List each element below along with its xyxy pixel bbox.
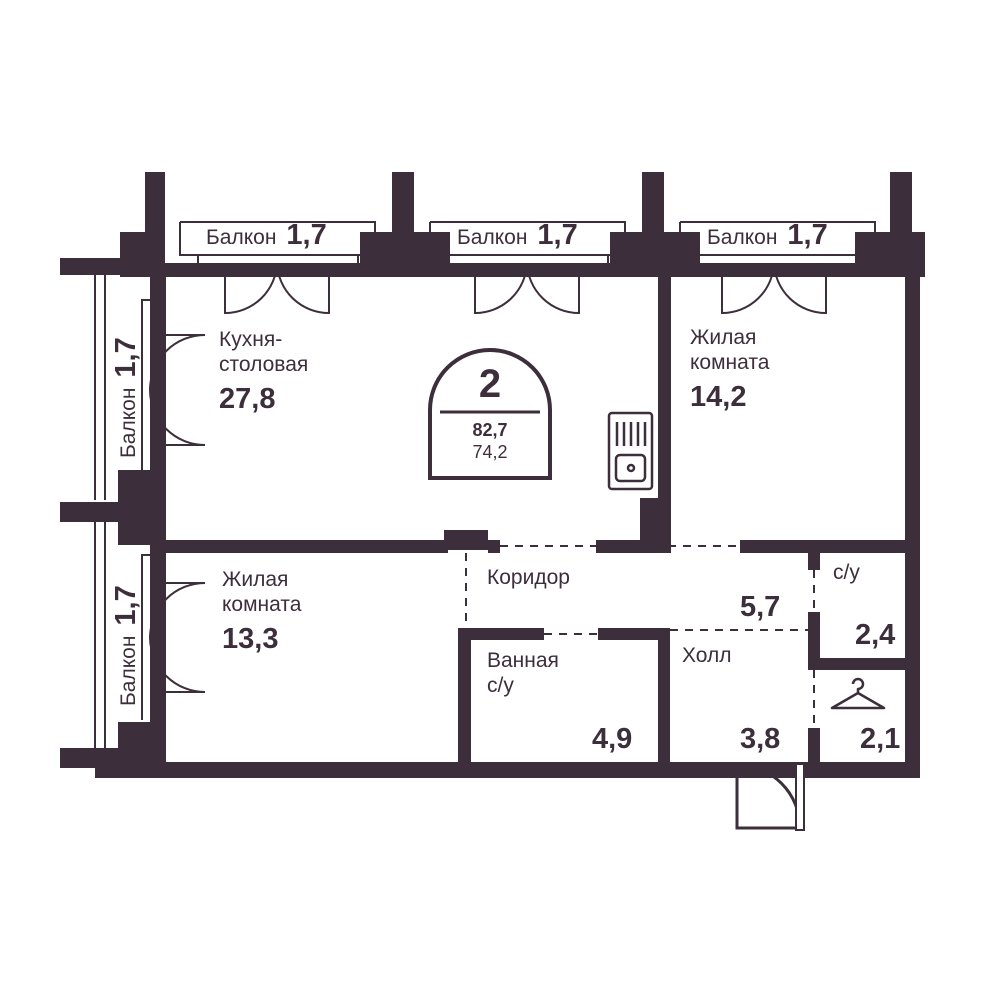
corridor-area: 5,7 [740, 591, 781, 623]
hall-label: Холл [682, 644, 732, 667]
living-right-label-1: Жилая [690, 326, 757, 349]
kitchen-label-2: столовая [219, 353, 309, 376]
living-right-area: 14,2 [690, 381, 747, 413]
balcony-area: 1,7 [537, 219, 578, 251]
balcony-area: 1,7 [110, 337, 142, 378]
wardrobe-area: 2,1 [860, 723, 901, 755]
kitchen-label-1: Кухня- [219, 328, 283, 351]
hall-area: 3,8 [740, 723, 781, 755]
balcony-label: Балкон [117, 635, 140, 706]
corridor-label: Коридор [487, 566, 570, 589]
wc-label: с/у [833, 561, 860, 584]
balcony-4: Балкон 1,7 [110, 337, 143, 458]
balcony-3: Балкон 1,7 [707, 219, 828, 252]
balcony-rails [94, 221, 876, 748]
bathroom-area: 4,9 [592, 723, 633, 755]
balcony-1: Балкон 1,7 [206, 219, 327, 252]
living-right-label-2: комната [690, 351, 770, 374]
balcony-area: 1,7 [110, 585, 142, 626]
total-area: 82,7 [472, 420, 508, 440]
balcony-label: Балкон [457, 226, 528, 249]
bathroom-label-2: с/у [487, 674, 514, 697]
doors [149, 262, 827, 831]
living-area: 74,2 [472, 442, 508, 462]
zone-dividers [465, 545, 815, 728]
living-left-label-1: Жилая [222, 568, 289, 591]
balcony-label: Балкон [117, 387, 140, 458]
balcony-area: 1,7 [787, 219, 828, 251]
balcony-area: 1,7 [286, 219, 327, 251]
balcony-5: Балкон 1,7 [110, 585, 143, 706]
balcony-label: Балкон [206, 226, 277, 249]
living-left-label-2: комната [222, 593, 302, 616]
rooms-count: 2 [478, 362, 502, 406]
sink-icon [607, 411, 654, 491]
hanger-icon [830, 677, 886, 710]
apartment-badge [428, 348, 552, 480]
balcony-2: Балкон 1,7 [457, 219, 578, 252]
balcony-label: Балкон [707, 226, 778, 249]
bathroom-label-1: Ванная [487, 649, 559, 672]
kitchen-area: 27,8 [219, 383, 276, 415]
wc-area: 2,4 [855, 619, 896, 651]
living-left-area: 13,3 [222, 623, 279, 655]
